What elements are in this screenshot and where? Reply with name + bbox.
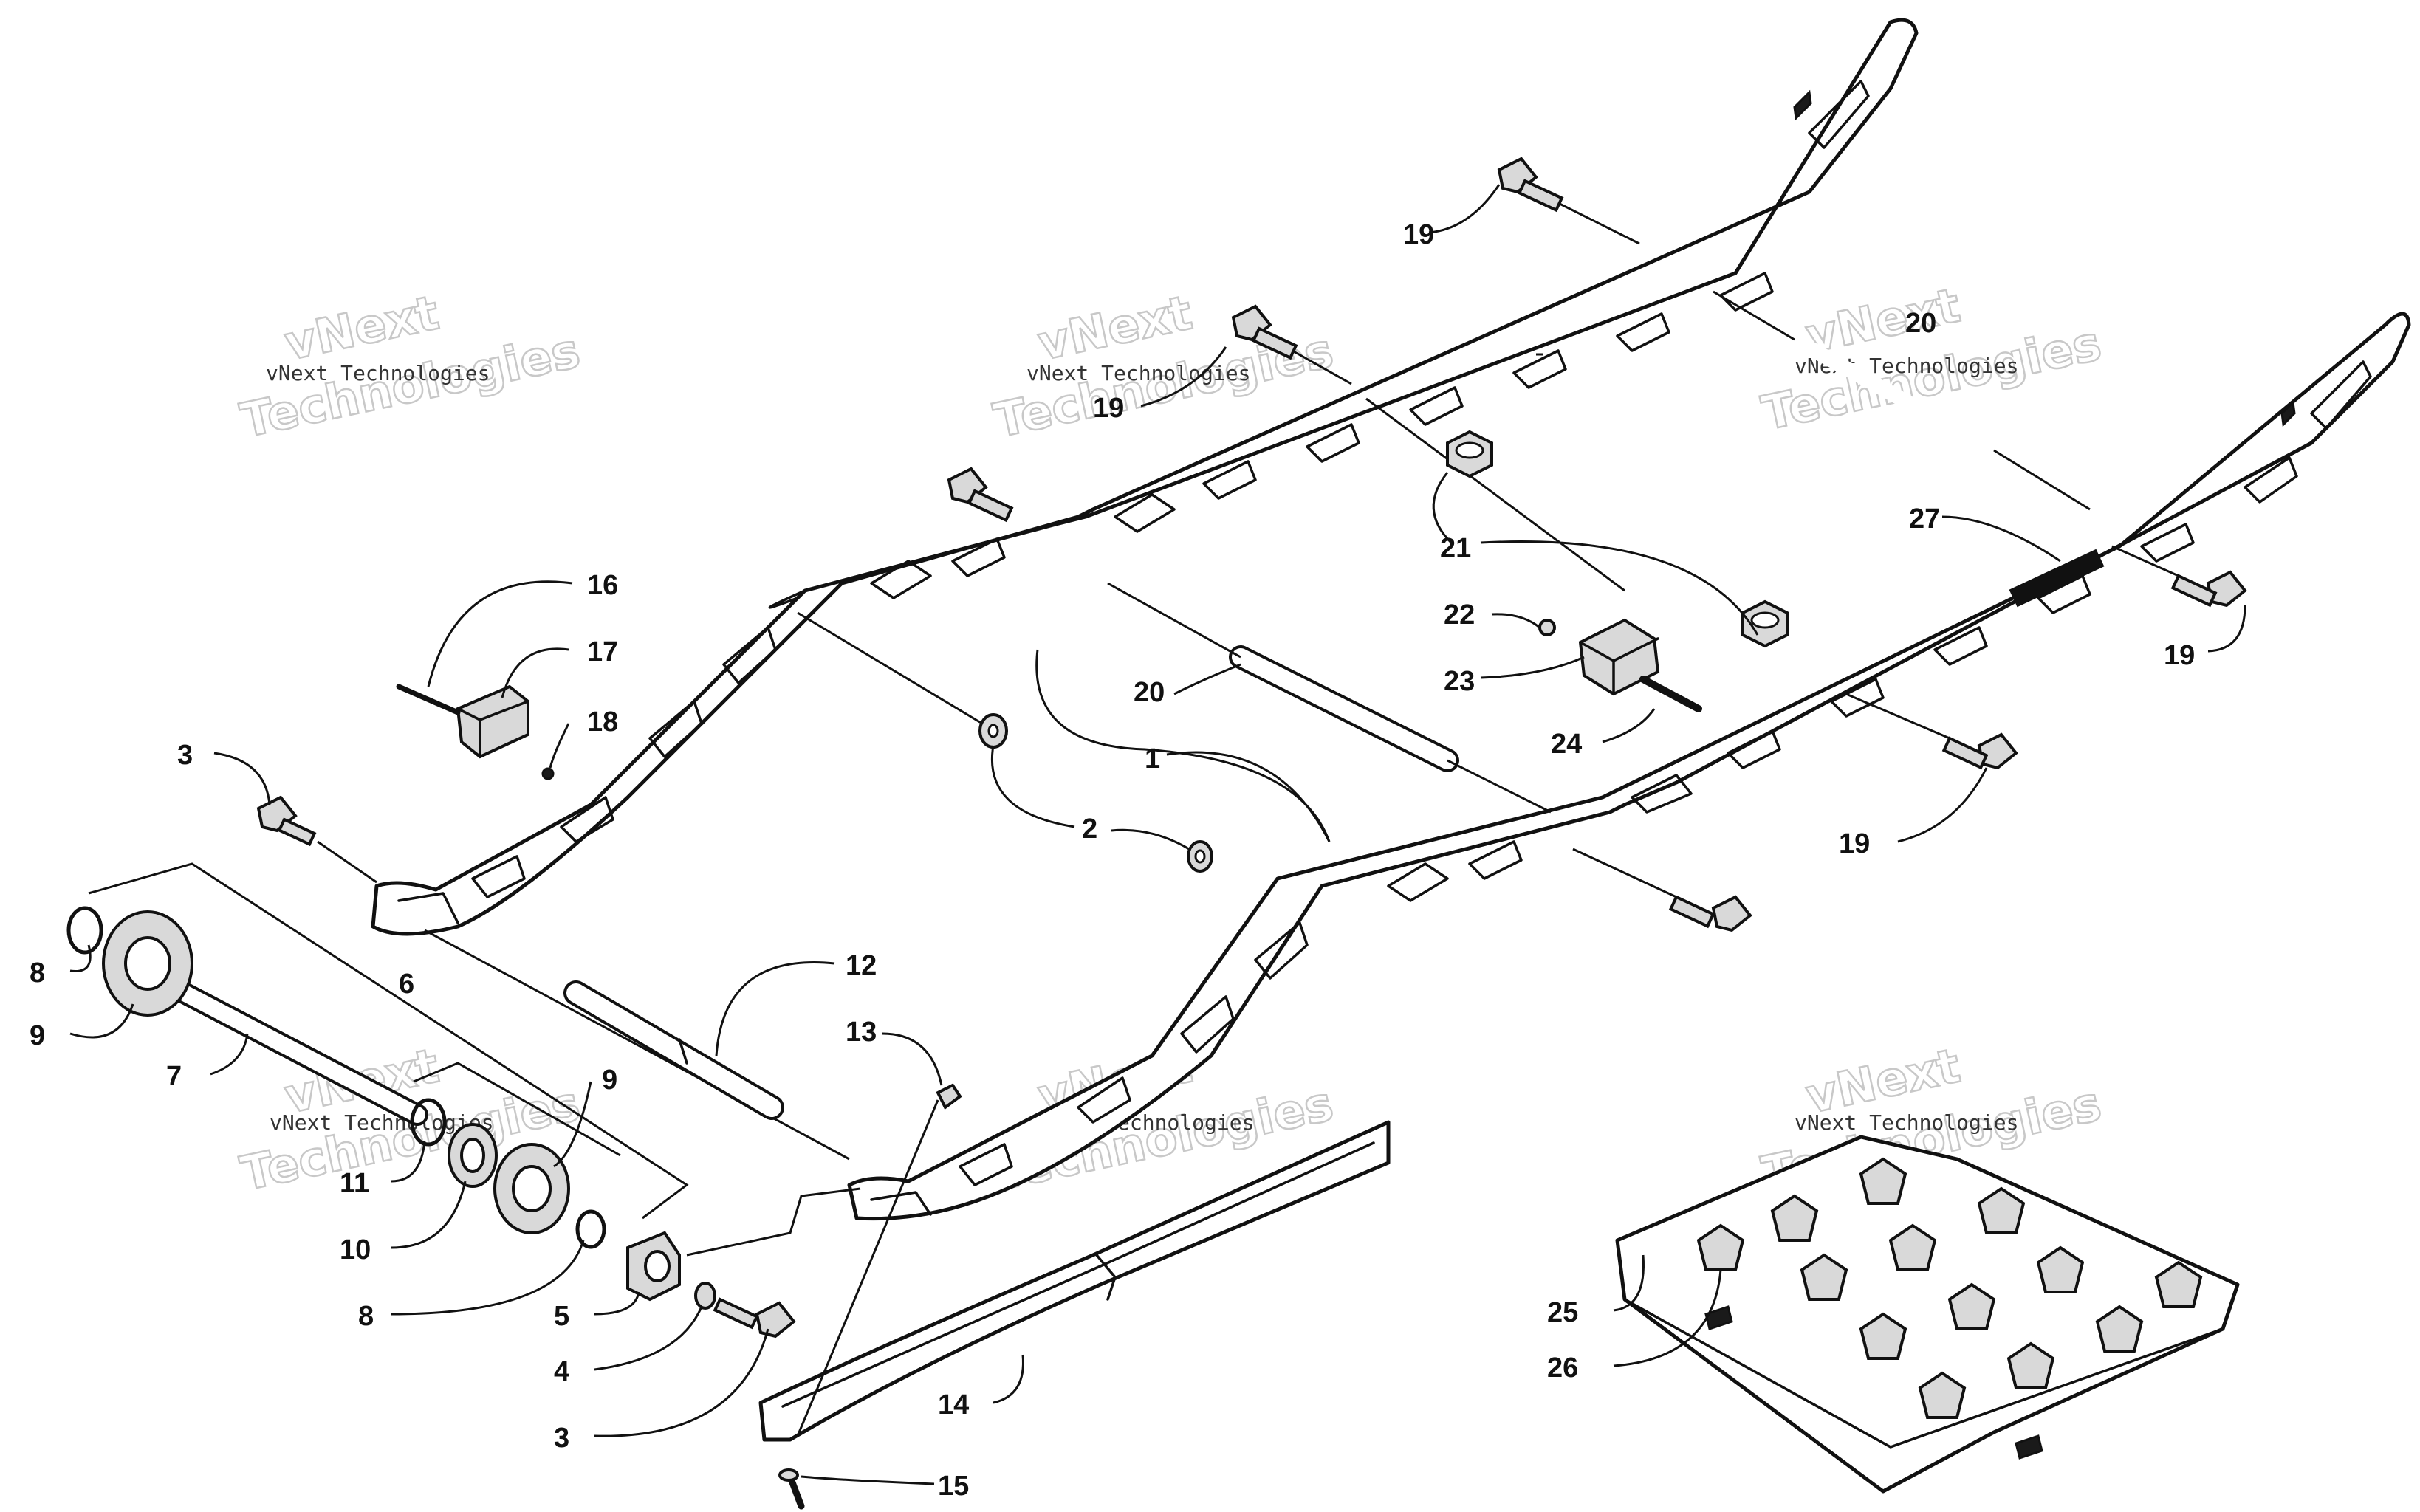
callout-labels: 19 19 20 21 27 19 22 23 24 19 20 1 2 16 … [30, 219, 2195, 1502]
watermark-1: vNext Technologies vNext Technologies [236, 285, 586, 450]
callout-16: 16 [587, 570, 618, 601]
callout-12: 12 [846, 950, 877, 981]
cross-shaft-front [1107, 582, 1552, 814]
bumper-block-23 [1578, 618, 1660, 696]
bolt-3-upper [256, 795, 377, 884]
bolt-19-lower-b [1572, 848, 1752, 932]
bushing-21-right [1741, 599, 1789, 648]
washer-4 [694, 1282, 716, 1310]
washer-2-lower [1187, 840, 1213, 873]
callout-19: 19 [1839, 828, 1870, 859]
bolt-19-left [947, 467, 1014, 523]
callout-leaders [69, 184, 2246, 1485]
callout-17: 17 [587, 636, 618, 667]
callout-21: 21 [1440, 533, 1471, 564]
shaft-12 [563, 980, 784, 1120]
cross-shaft-rear [1713, 290, 2091, 511]
callout-19: 19 [2164, 640, 2195, 671]
callout-14: 14 [938, 1389, 969, 1420]
callout-5: 5 [554, 1301, 569, 1332]
ring-8-left [66, 906, 103, 955]
track-lugs [1696, 1157, 2203, 1419]
screw-13 [936, 1083, 962, 1110]
ring-11 [410, 1098, 447, 1147]
clip-18 [541, 767, 555, 780]
callout-2: 2 [1082, 814, 1097, 845]
bolt-3-lower [713, 1297, 796, 1339]
upper-slide-rail [371, 18, 1919, 936]
callout-19: 19 [1093, 393, 1124, 424]
axle-7 [166, 978, 428, 1126]
pin-16 [396, 684, 461, 715]
assembly-6-bracket [88, 862, 689, 1220]
bearing-10 [448, 1123, 498, 1188]
screw-15 [778, 1468, 805, 1510]
svg-text:vNext Technologies: vNext Technologies [1795, 1110, 2018, 1135]
bolt-19-top [1497, 157, 1640, 245]
callout-7: 7 [166, 1061, 182, 1092]
callout-9: 9 [602, 1065, 617, 1096]
callout-13: 13 [846, 1017, 877, 1048]
callout-20: 20 [1905, 308, 1936, 339]
callout-23: 23 [1444, 666, 1475, 697]
callout-25: 25 [1547, 1297, 1578, 1328]
svg-text:vNext Technologies: vNext Technologies [270, 1110, 493, 1135]
lower-slide-rail [847, 312, 2411, 1221]
callout-6: 6 [399, 969, 414, 1000]
callout-8: 8 [30, 958, 45, 989]
washer-2-upper [978, 713, 1008, 749]
callout-20: 20 [1134, 677, 1165, 708]
callout-19: 19 [1403, 219, 1434, 250]
watermark-3: vNext Technologies vNext Technologies [1757, 278, 2107, 442]
svg-text:vNext Technologies: vNext Technologies [266, 361, 490, 385]
track-section [1615, 1135, 2240, 1494]
callout-15: 15 [938, 1471, 969, 1502]
bolt-19-lower-a [1845, 693, 2018, 770]
svg-text:vNext Technologies: vNext Technologies [1026, 361, 1250, 385]
callout-27: 27 [1909, 504, 1940, 535]
callout-8: 8 [358, 1301, 374, 1332]
callout-24: 24 [1551, 729, 1582, 760]
bolt-19-mid [1231, 304, 1352, 385]
callout-26: 26 [1547, 1353, 1578, 1384]
bolt-24 [1639, 676, 1702, 712]
end-cap-5 [626, 1231, 681, 1302]
ring-8-right [575, 1209, 606, 1249]
bearing-9-left [102, 910, 193, 1017]
callout-1: 1 [1145, 743, 1160, 774]
callout-18: 18 [587, 707, 618, 738]
upper-rail-truss-holes [471, 80, 1870, 898]
callout-3: 3 [177, 740, 193, 771]
callout-10: 10 [340, 1234, 371, 1265]
callout-22: 22 [1444, 599, 1475, 630]
wear-strip-14 [758, 1120, 1391, 1442]
bearing-9-right [493, 1143, 570, 1234]
bumper-17 [456, 684, 529, 759]
callout-11: 11 [340, 1168, 369, 1199]
bushing-21-left [1446, 430, 1493, 478]
nut-22 [1538, 619, 1556, 636]
callout-3: 3 [554, 1423, 569, 1454]
callout-9: 9 [30, 1020, 45, 1051]
bolt-19-right [2111, 545, 2247, 608]
callout-4: 4 [554, 1356, 569, 1387]
rail-decal [2009, 549, 2105, 608]
